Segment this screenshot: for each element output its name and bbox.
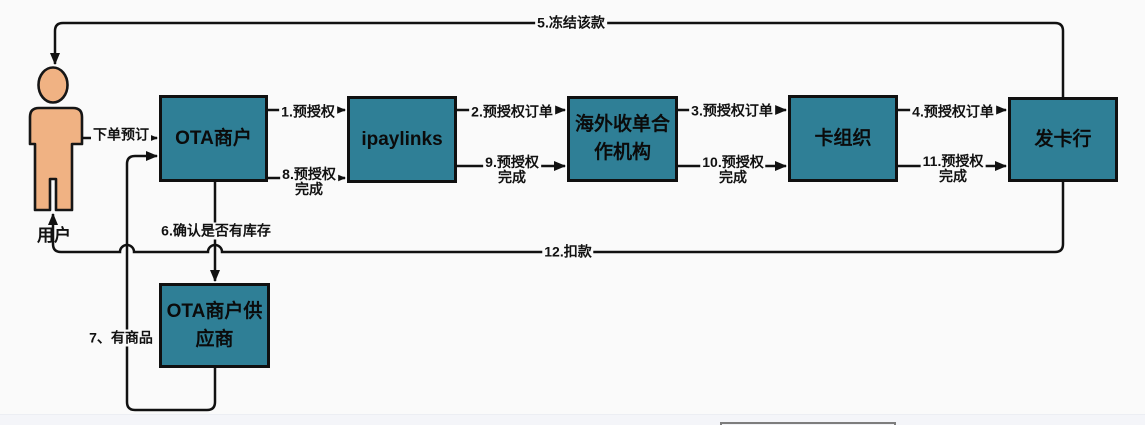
node-card-organization-label: 卡组织 [814, 127, 872, 149]
node-ota-merchant: OTA商户 [159, 95, 268, 182]
page-bottom-strip [0, 414, 1145, 425]
user-person-icon [28, 66, 84, 212]
edge-label-1: 1.预授权 [279, 103, 337, 121]
edge-label-9-line2: 完成 [498, 169, 526, 185]
node-ipaylinks-label: ipaylinks [361, 128, 443, 150]
edge-12-debit [48, 182, 1065, 254]
edge-label-place-order: 下单预订 [91, 126, 151, 144]
node-card-organization: 卡组织 [788, 95, 898, 182]
edge-label-10-line2: 完成 [719, 169, 747, 185]
edge-label-8-line1: 8.预授权 [282, 166, 336, 182]
node-ota-supplier-label: OTA商户供应商 [166, 300, 263, 350]
node-overseas-acquirer-label: 海外收单合作机构 [574, 114, 670, 163]
edge-5-freeze [50, 21, 1065, 97]
edge-label-10: 10.预授权 完成 [700, 154, 766, 186]
edge-label-6: 6.确认是否有库存 [159, 222, 273, 240]
node-ota-merchant-label: OTA商户 [175, 127, 252, 149]
edge-label-12: 12.扣款 [542, 243, 594, 261]
edge-label-7: 7、有商品 [87, 329, 155, 347]
edge-label-10-line1: 10.预授权 [702, 154, 764, 170]
edge-7-goods [125, 151, 217, 412]
edge-label-5: 5.冻结该款 [535, 14, 607, 32]
edge-label-11: 11.预授权 完成 [920, 153, 986, 185]
node-overseas-acquirer: 海外收单合作机构 [567, 96, 678, 182]
edge-label-4: 4.预授权订单 [910, 103, 996, 121]
edge-label-3: 3.预授权订单 [689, 102, 775, 120]
cropped-ui-fragment [720, 422, 896, 425]
node-ota-supplier: OTA商户供应商 [159, 283, 270, 368]
user-label: 用户 [37, 226, 71, 245]
edge-label-9-line1: 9.预授权 [485, 154, 539, 170]
edge-label-8: 8.预授权 完成 [280, 166, 338, 198]
edge-label-2: 2.预授权订单 [469, 103, 555, 121]
node-ipaylinks: ipaylinks [347, 96, 457, 183]
edge-label-11-line2: 完成 [938, 168, 967, 184]
edge-label-9: 9.预授权 完成 [483, 154, 541, 186]
edge-label-11-line1: 11.预授权 [922, 153, 984, 169]
node-issuing-bank-label: 发卡行 [1034, 128, 1092, 150]
edge-label-8-line2: 完成 [295, 181, 323, 197]
node-issuing-bank: 发卡行 [1008, 97, 1118, 182]
